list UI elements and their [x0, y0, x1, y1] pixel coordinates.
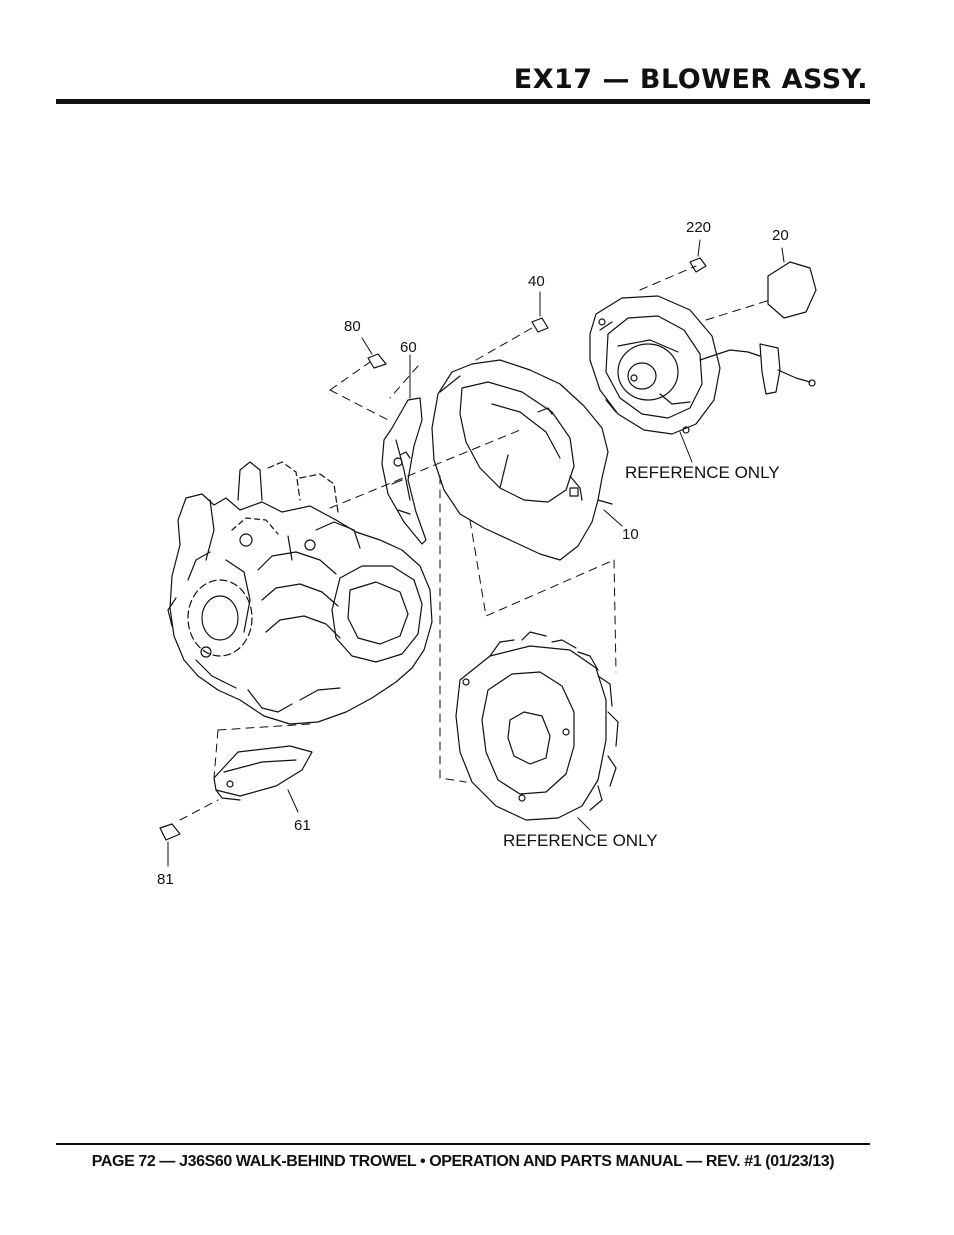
part-20-emblem [767, 261, 817, 319]
callout-40: 40 [528, 273, 545, 290]
callout-60: 60 [400, 339, 417, 356]
page-footer: PAGE 72 — J36S60 WALK-BEHIND TROWEL • OP… [91, 1153, 835, 1170]
part-61-bracket [213, 745, 313, 801]
reference-only-flywheel-label: REFERENCE ONLY [503, 831, 658, 850]
header-rule [56, 99, 870, 104]
callout-220: 220 [686, 219, 711, 236]
fasteners [159, 257, 707, 841]
engine-block-illustration [167, 461, 433, 725]
page-title: EX17 — BLOWER ASSY. [513, 64, 868, 95]
footer-rule [56, 1143, 870, 1145]
callout-61: 61 [294, 817, 311, 834]
callout-81: 81 [157, 871, 174, 888]
part-10-blower-housing [431, 359, 613, 561]
callout-10: 10 [622, 526, 639, 543]
flywheel-illustration [455, 631, 619, 821]
reference-only-starter-label: REFERENCE ONLY [625, 463, 780, 482]
callout-80: 80 [344, 318, 361, 335]
callout-20: 20 [772, 227, 789, 244]
part-60-shroud-plate [381, 397, 427, 545]
recoil-starter-illustration [589, 295, 816, 435]
